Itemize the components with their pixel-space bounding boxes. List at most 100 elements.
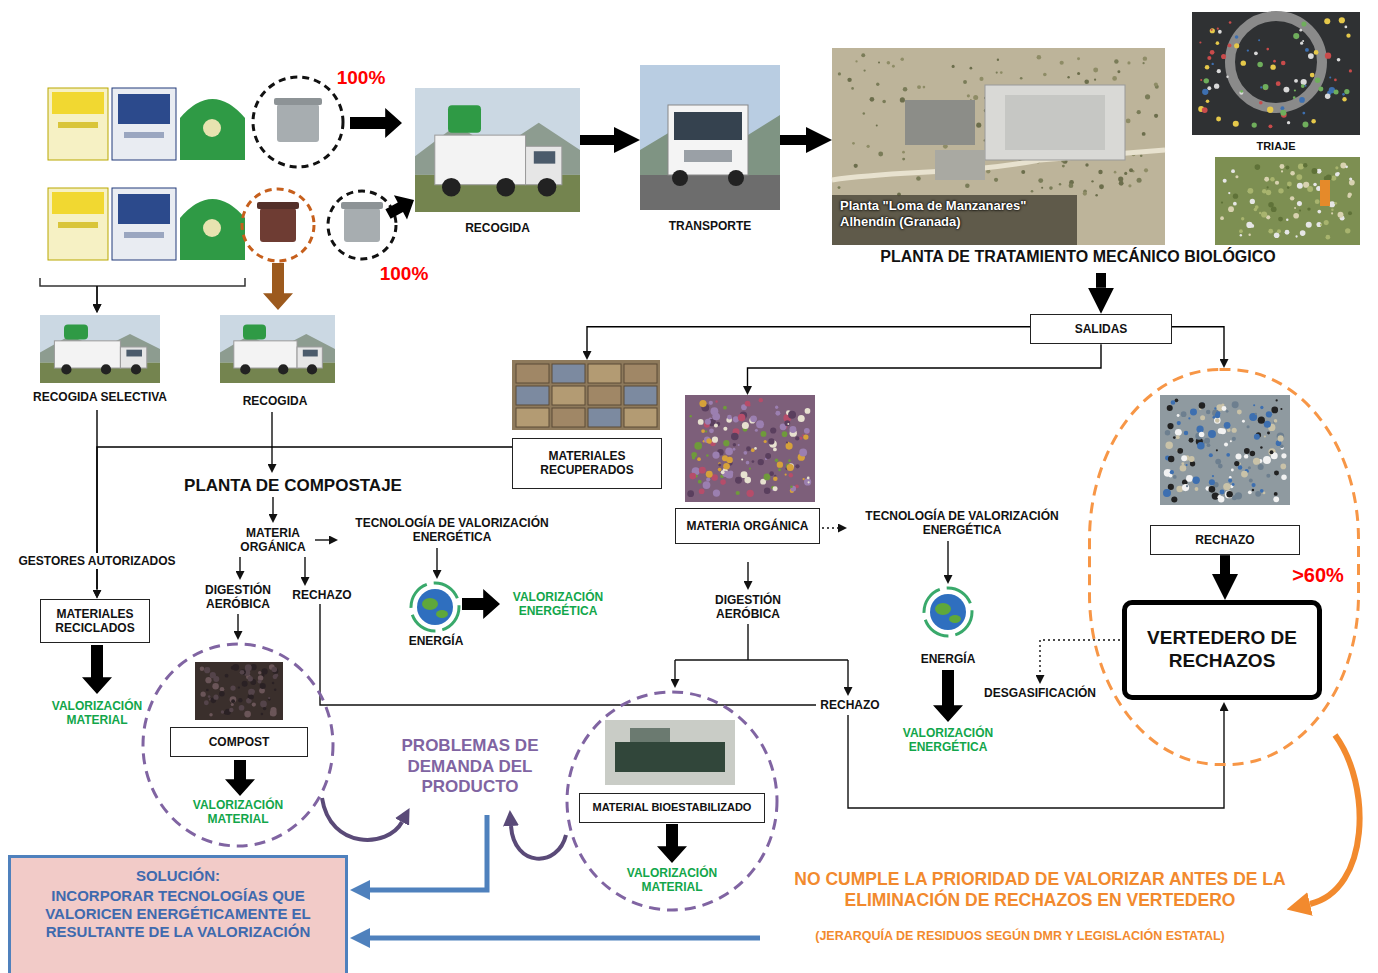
dashed-region: >60%RECHAZOVERTEDERO DE RECHAZOS <box>1088 368 1360 766</box>
reject-piece <box>1182 484 1189 491</box>
organic-piece <box>749 468 751 470</box>
organic-piece <box>777 461 783 467</box>
waste-piece <box>1255 164 1261 170</box>
olive-tree <box>903 87 908 92</box>
process-box: COMPOST <box>170 727 308 757</box>
waste-piece <box>1260 86 1262 88</box>
organic-piece <box>698 480 702 484</box>
yellow-container-band <box>52 192 104 214</box>
olive-tree <box>1060 61 1064 65</box>
reject-piece <box>1278 435 1284 441</box>
reject-photo <box>1160 395 1290 505</box>
organic-piece <box>712 413 720 421</box>
box-frame: MATERIA ORGÁNICA <box>675 508 820 544</box>
text-slot: RECOGIDA <box>210 394 340 408</box>
waste-bin-lid <box>274 98 322 105</box>
block-arrow <box>263 263 293 310</box>
waste-piece <box>1216 117 1221 122</box>
glass-igloo <box>180 199 245 260</box>
curved-arrow <box>1310 735 1360 904</box>
reject-piece <box>1280 444 1284 448</box>
waste-piece <box>1279 164 1284 169</box>
reject-piece <box>1229 476 1232 479</box>
olive-tree <box>917 85 921 89</box>
organic-piece <box>705 430 707 432</box>
flow-line <box>848 711 1224 808</box>
organic-piece <box>746 461 750 465</box>
trommel <box>1230 16 1322 108</box>
truck-window <box>303 350 318 357</box>
dashed-circle <box>242 189 314 261</box>
reject-piece <box>1235 492 1242 499</box>
dashed-region: VALORIZACIÓN MATERIALCOMPOST <box>141 642 335 848</box>
organic-piece <box>743 451 747 455</box>
olive-tree <box>1037 55 1042 60</box>
truck-wheel <box>101 364 111 374</box>
olive-tree <box>838 72 841 75</box>
percentage: 100% <box>326 67 396 90</box>
compost-grain <box>273 674 278 679</box>
compost-grain <box>204 667 210 673</box>
truck-body <box>234 341 297 368</box>
compost-grain <box>225 674 229 678</box>
organic-piece <box>802 478 804 480</box>
step-label: TECNOLOGÍA DE VALORIZACIÓN ENERGÉTICA <box>850 509 1075 538</box>
organic-piece <box>788 411 796 419</box>
label-slot: 100% <box>369 263 439 286</box>
organic-piece <box>755 429 758 432</box>
bale <box>552 364 585 383</box>
reject-piece <box>1171 400 1176 405</box>
waste-piece <box>1307 186 1313 192</box>
igloo-emblem <box>203 119 221 137</box>
olive-tree <box>1137 110 1141 114</box>
organic-piece <box>768 438 774 444</box>
step-label: TECNOLOGÍA DE VALORIZACIÓN ENERGÉTICA <box>340 516 565 545</box>
compost-grain <box>231 699 235 703</box>
truck-wheel <box>278 364 288 374</box>
olive-tree <box>1043 73 1047 77</box>
olive-tree <box>1041 187 1043 189</box>
flow-arrow <box>580 135 614 145</box>
reject-piece <box>1193 477 1200 484</box>
photo-caption: Planta "Loma de Manzanares" Alhendín (Gr… <box>840 198 1070 229</box>
reject-piece <box>1274 492 1278 496</box>
reject-piece <box>1170 470 1174 474</box>
waste-piece <box>1349 69 1352 72</box>
flow-line <box>847 660 848 687</box>
olive-tree <box>876 124 878 126</box>
photo-node: RECOGIDA <box>415 88 580 238</box>
compost-grain <box>209 713 212 716</box>
reject-piece <box>1224 422 1231 429</box>
organic-piece <box>706 438 711 443</box>
olive-tree <box>996 71 998 73</box>
flow-line <box>272 497 273 514</box>
reject-piece <box>1212 475 1214 477</box>
olive-tree <box>997 59 999 61</box>
compost-grain <box>229 708 233 712</box>
compost-grain <box>271 667 277 673</box>
reject-piece <box>1241 471 1248 478</box>
reject-piece <box>1220 490 1225 495</box>
waste-piece <box>1223 179 1227 183</box>
olive-tree <box>994 178 998 182</box>
waste-piece <box>1285 165 1289 169</box>
compost-grain <box>270 710 277 717</box>
waste-piece <box>1344 89 1349 94</box>
waste-piece <box>1345 228 1350 233</box>
olive-tree <box>1129 168 1133 172</box>
block-arrow <box>350 108 402 138</box>
dashed-outline <box>143 644 333 846</box>
olive-tree <box>1140 154 1143 157</box>
olive-tree <box>1067 76 1069 78</box>
organic-piece <box>804 428 810 434</box>
organic-piece <box>786 443 793 450</box>
organic-piece <box>706 477 710 481</box>
reject-piece <box>1177 448 1183 454</box>
waste-bin <box>344 208 380 242</box>
box-frame: MATERIALES RECUPERADOS <box>512 438 662 489</box>
reject-piece <box>1281 474 1286 479</box>
organic-piece <box>690 415 692 417</box>
compost-grain <box>261 713 263 715</box>
organic-piece <box>782 431 788 437</box>
reject-piece <box>1258 417 1265 424</box>
